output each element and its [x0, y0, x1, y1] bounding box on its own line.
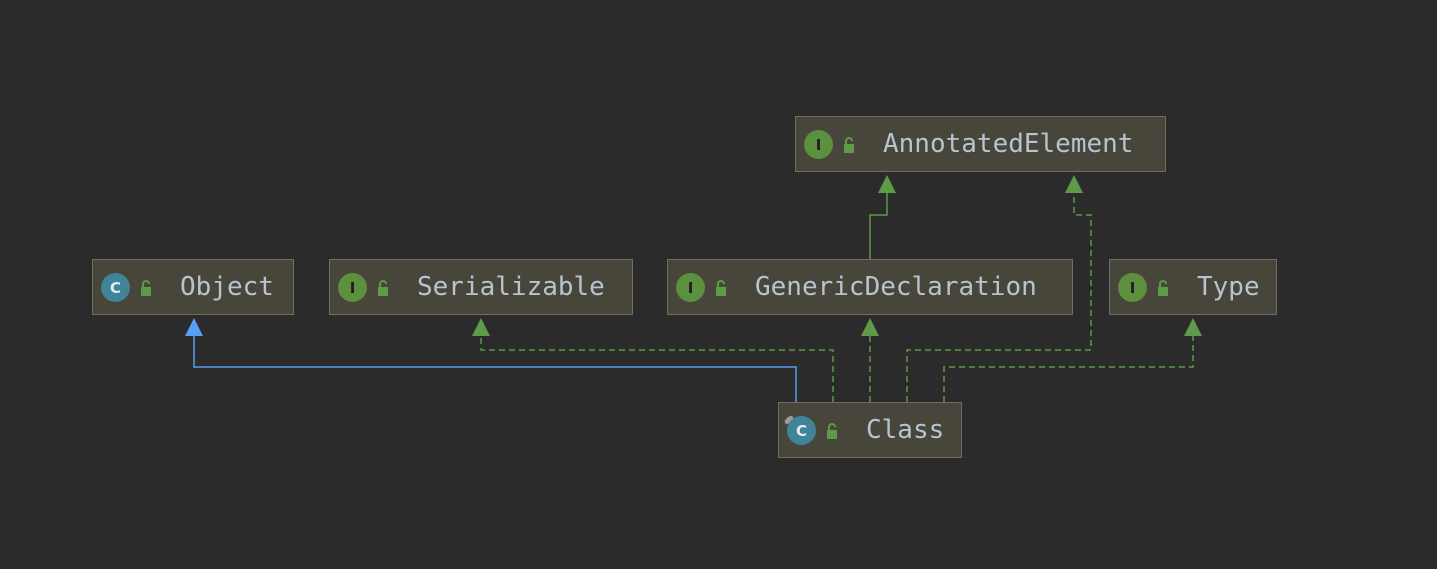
edge-class-serializable [472, 318, 834, 402]
unlock-icon [378, 280, 388, 296]
class-icon: C [101, 273, 130, 302]
node-annotated-element[interactable]: I AnnotatedElement [795, 116, 1166, 172]
unlock-icon [844, 137, 854, 153]
unlock-icon [1158, 280, 1168, 296]
unlock-icon [141, 280, 151, 296]
interface-icon: I [1118, 273, 1147, 302]
edge-class-type [943, 318, 1202, 402]
node-class[interactable]: C Class [778, 402, 962, 458]
node-object[interactable]: C Object [92, 259, 294, 315]
unlock-icon [827, 423, 837, 439]
arrowhead-generic-declaration [861, 318, 879, 336]
arrowhead-annotated-element [1065, 175, 1083, 193]
node-type[interactable]: I Type [1109, 259, 1277, 315]
arrowhead-serializable [472, 318, 490, 336]
class-icon: C [787, 416, 816, 445]
node-generic-declaration[interactable]: I GenericDeclaration [667, 259, 1073, 315]
node-label: GenericDeclaration [755, 272, 1037, 302]
unlock-icon [716, 280, 726, 296]
arrowhead-object [185, 318, 203, 336]
arrowhead-generic-to-annotated [878, 175, 896, 193]
edge-generic-declaration-annotated-element [869, 175, 896, 259]
edge-class-object [185, 318, 797, 402]
node-label: Type [1197, 272, 1260, 302]
node-label: Object [180, 272, 274, 302]
node-label: Class [866, 415, 945, 445]
node-serializable[interactable]: I Serializable [329, 259, 633, 315]
node-label: AnnotatedElement [883, 129, 1134, 159]
interface-icon: I [338, 273, 367, 302]
arrowhead-type [1184, 318, 1202, 336]
interface-icon: I [804, 130, 833, 159]
interface-icon: I [676, 273, 705, 302]
edge-class-annotated-element [906, 175, 1092, 402]
edge-class-generic-declaration [861, 318, 879, 402]
node-label: Serializable [417, 272, 605, 302]
